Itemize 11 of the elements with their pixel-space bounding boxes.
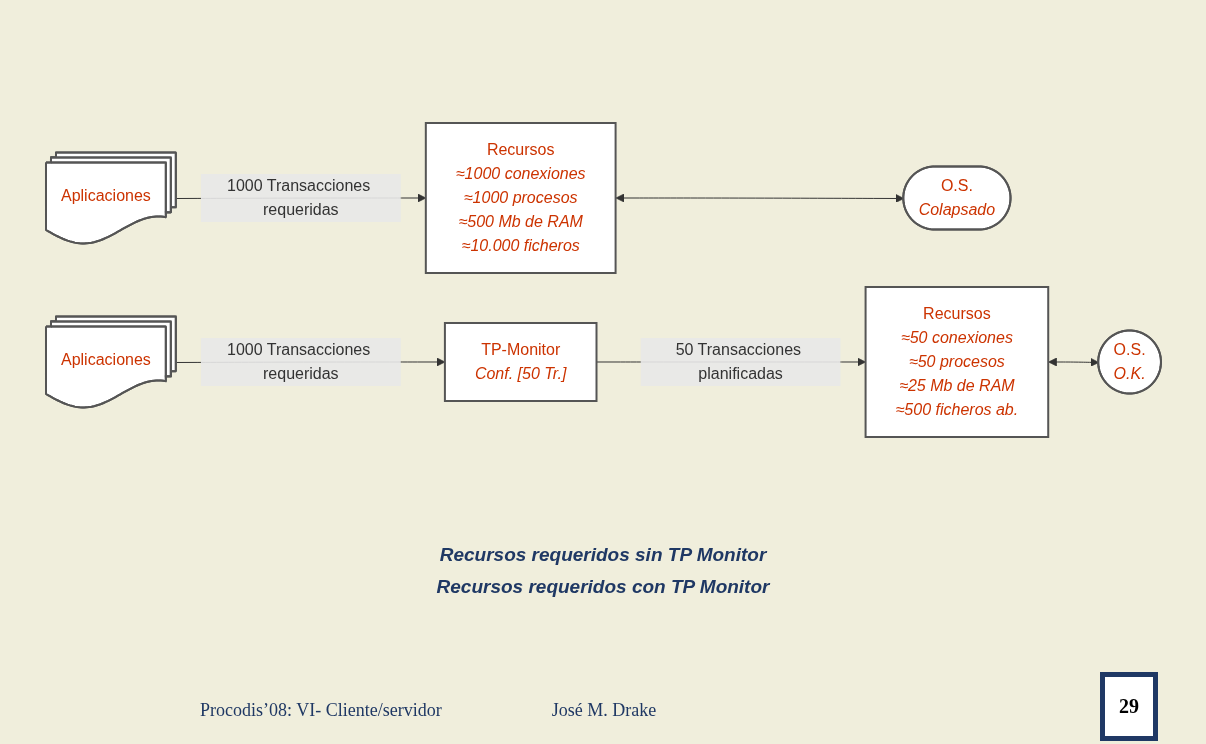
figure-caption: Recursos requeridos sin TP Monitor (438, 544, 768, 566)
edge-label: 50 Transacciones planificadas (675, 341, 801, 382)
node-box: TP-Monitor Conf. [50 Tr.] (443, 322, 597, 402)
page-number: 29 (1100, 672, 1158, 741)
edge-label: 1000 Transacciones requeridas (226, 177, 370, 218)
edge-label: 1000 Transacciones requeridas (226, 341, 370, 382)
footer-author: José M. Drake (551, 700, 657, 720)
node-box: Recursos ≈50 conexiones ≈50 procesos ≈25 Mb de RAM ≈500 ficheros ab. (864, 286, 1049, 438)
node-box: Recursos ≈1000 conexiones ≈1000 procesos ≈500 Mb de RAM ≈10.000 ficheros (424, 122, 617, 274)
figure-caption: Recursos requeridos con TP Monitor (435, 576, 771, 598)
footer-text: Procodis’08: VI- Cliente/servidor (200, 700, 442, 720)
